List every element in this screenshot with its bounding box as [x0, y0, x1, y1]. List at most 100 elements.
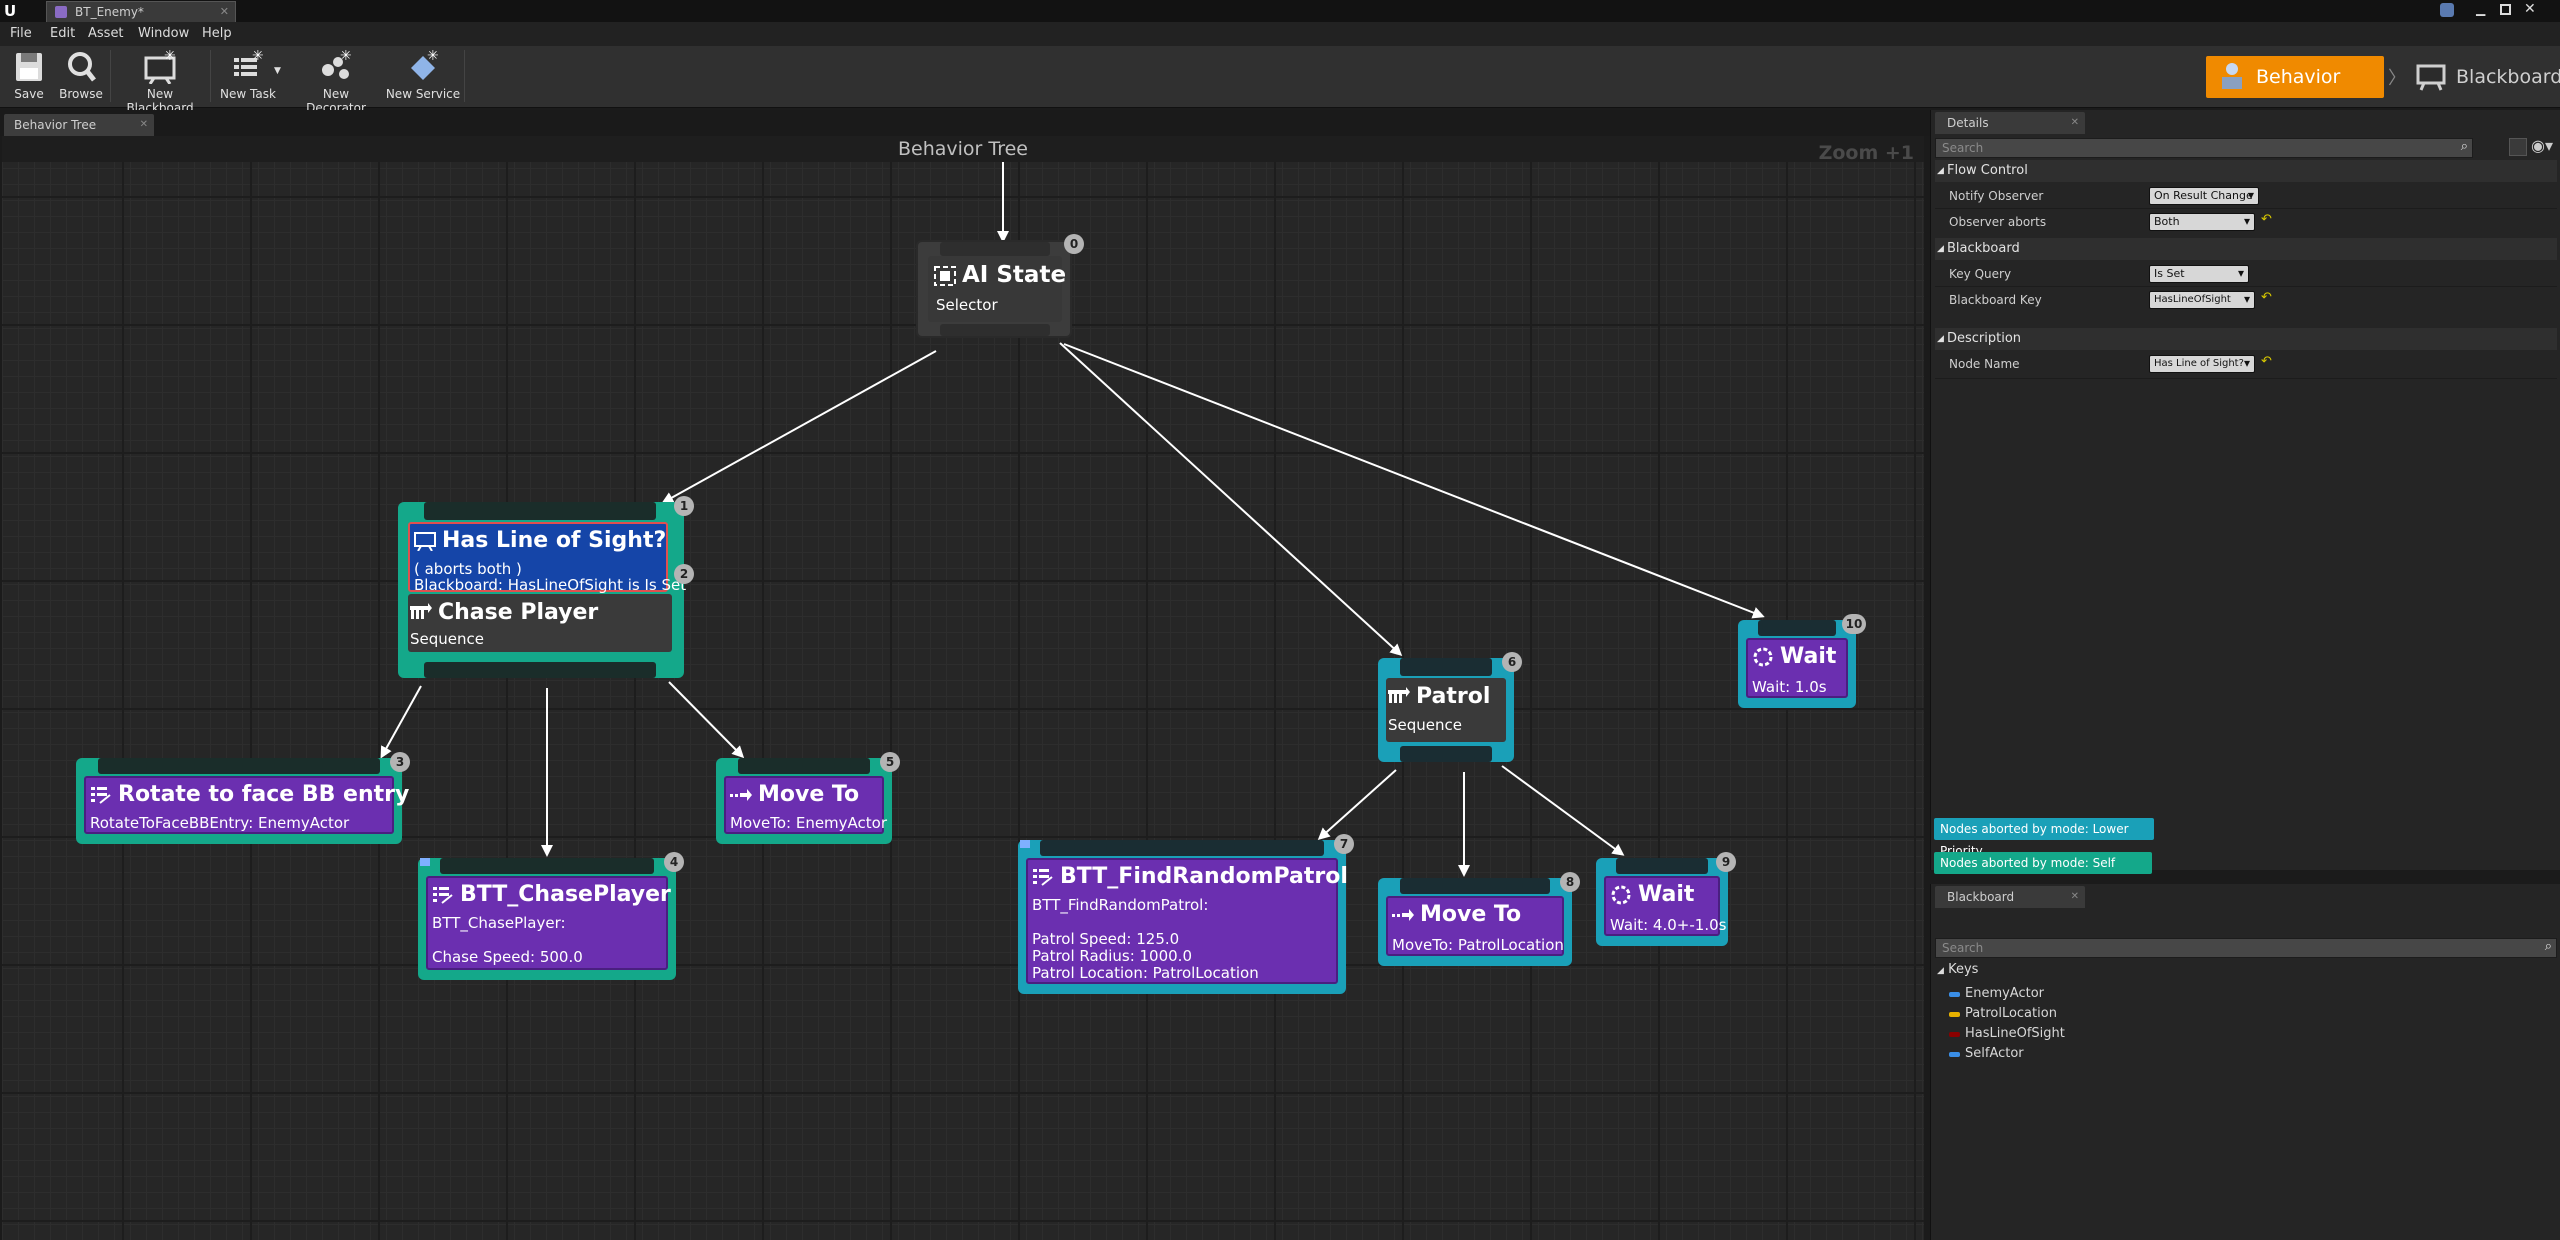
close-window-icon[interactable]: ✕	[2524, 1, 2536, 17]
new-service-button[interactable]: ✳ New Service	[384, 48, 462, 104]
execution-index-badge: 5	[880, 752, 900, 772]
notification-icon[interactable]	[2440, 3, 2454, 17]
restore-icon[interactable]	[2500, 4, 2511, 15]
execution-index-badge: 9	[1716, 852, 1736, 872]
output-pin[interactable]	[424, 662, 656, 678]
input-pin[interactable]	[940, 242, 1050, 256]
observer-aborts-label: Observer aborts	[1949, 215, 2046, 229]
keys-category[interactable]: ◢ Keys	[1937, 962, 1978, 977]
task-icon	[90, 785, 112, 805]
execution-index-badge: 1	[674, 496, 694, 516]
observer-aborts-dropdown[interactable]: Both	[2149, 213, 2255, 231]
move-to-patrol-location-task-node[interactable]: Move To MoveTo: PatrolLocation 8	[1378, 878, 1572, 966]
blackboard-search-input[interactable]: Search ⌕	[1935, 938, 2557, 958]
chase-player-sequence-node[interactable]: Has Line of Sight? ( aborts both ) Black…	[398, 502, 684, 678]
rotate-body: Rotate to face BB entry RotateToFaceBBEn…	[84, 776, 394, 834]
blackboard-key-dropdown[interactable]: HasLineOfSight	[2149, 291, 2255, 309]
behavior-tree-mode-button[interactable]: Behavior Tree	[2206, 56, 2384, 98]
input-pin[interactable]	[1400, 878, 1550, 894]
description-category[interactable]: ◢ Description	[1935, 328, 2557, 350]
node-type: Selector	[936, 296, 998, 314]
blackboard-mode-button[interactable]: Blackboard	[2406, 56, 2556, 98]
node-name-label: Node Name	[1949, 357, 2020, 371]
edge-ai-state-to-chase	[664, 351, 936, 502]
input-pin[interactable]	[1616, 858, 1708, 874]
grid-view-icon[interactable]	[2509, 138, 2527, 156]
reset-to-default-icon[interactable]: ↶	[2261, 354, 2272, 369]
browse-button[interactable]: Browse	[56, 48, 106, 104]
ai-state-selector-node[interactable]: AI State Selector 0	[916, 240, 1072, 338]
breadcrumb-separator: 〉	[2388, 64, 2406, 90]
input-pin[interactable]	[1040, 840, 1324, 856]
input-pin[interactable]	[424, 502, 656, 520]
key-self-actor[interactable]: SelfActor	[1965, 1046, 2024, 1061]
wait-task-node[interactable]: Wait Wait: 1.0s 10	[1738, 620, 1856, 708]
menu-help[interactable]: Help	[202, 26, 232, 41]
wait-random-task-node[interactable]: Wait Wait: 4.0+-1.0s 9	[1596, 858, 1728, 946]
tab-details[interactable]: Details ✕	[1935, 112, 2085, 134]
new-decorator-button[interactable]: ✳ New Decorator	[292, 48, 380, 104]
save-button[interactable]: Save	[4, 48, 54, 104]
key-query-dropdown[interactable]: Is Set	[2149, 265, 2249, 283]
close-tab-icon[interactable]: ✕	[140, 114, 148, 136]
sequence-icon	[1388, 687, 1410, 707]
node-type: Sequence	[1388, 716, 1462, 734]
move-to-enemy-task-node[interactable]: Move To MoveTo: EnemyActor 5	[716, 758, 892, 844]
node-title: BTT_FindRandomPatrol	[1032, 864, 1348, 889]
new-blackboard-button[interactable]: ✳ New Blackboard	[114, 48, 206, 104]
new-task-button[interactable]: ✳ New Task ▼	[214, 48, 282, 104]
key-enemy-actor[interactable]: EnemyActor	[1965, 986, 2044, 1001]
edge-ai-state-to-patrol	[1060, 343, 1400, 654]
tab-behavior-tree[interactable]: Behavior Tree ✕	[4, 114, 154, 136]
minimize-icon[interactable]: ▁	[2476, 2, 2490, 18]
input-pin[interactable]	[440, 858, 654, 874]
input-pin[interactable]	[1400, 658, 1492, 676]
key-has-line-of-sight[interactable]: HasLineOfSight	[1965, 1026, 2065, 1041]
tab-blackboard[interactable]: Blackboard ✕	[1935, 886, 2085, 908]
move-to-icon	[730, 785, 752, 805]
task-description: MoveTo: EnemyActor	[730, 814, 887, 832]
menu-asset[interactable]: Asset	[88, 26, 124, 41]
blackboard-category[interactable]: ◢ Blackboard	[1935, 238, 2557, 260]
patrol-body: Patrol Sequence	[1386, 678, 1506, 742]
svg-text:✳: ✳	[164, 50, 176, 64]
save-icon	[11, 50, 47, 84]
input-pin[interactable]	[738, 758, 870, 774]
input-pin[interactable]	[1758, 620, 1836, 636]
new-blackboard-icon: ✳	[142, 50, 178, 84]
close-tab-icon[interactable]: ✕	[2071, 886, 2079, 908]
close-tab-icon[interactable]: ✕	[2071, 112, 2079, 134]
has-line-of-sight-decorator[interactable]: Has Line of Sight? ( aborts both ) Black…	[408, 522, 668, 592]
new-task-icon: ✳	[230, 50, 266, 84]
menu-file[interactable]: File	[10, 26, 32, 41]
blackboard-panel: Blackboard ✕ Search ⌕ ◢ Keys EnemyActor …	[1930, 884, 2560, 1240]
legend-lower-priority: Nodes aborted by mode: Lower Priority	[1934, 818, 2154, 840]
edge-patrol-to-findpatrol	[1320, 770, 1396, 838]
output-pin[interactable]	[1400, 746, 1492, 762]
btt-chase-player-task-node[interactable]: BTT_ChasePlayer BTT_ChasePlayer: Chase S…	[418, 858, 676, 980]
move-to-icon	[1392, 905, 1414, 925]
notify-observer-dropdown[interactable]: On Result Change	[2149, 187, 2259, 205]
behavior-tree-graph[interactable]: Behavior Tree Zoom +1 AI State	[2, 136, 1924, 1240]
details-search-input[interactable]: Search ⌕	[1935, 138, 2473, 158]
flow-control-category[interactable]: ◢ Flow Control	[1935, 160, 2557, 182]
document-tab[interactable]: BT_Enemy* ✕	[46, 1, 236, 22]
new-task-dropdown-icon[interactable]: ▼	[274, 66, 281, 76]
node-name-input[interactable]: Has Line of Sight?	[2149, 355, 2255, 373]
input-pin[interactable]	[98, 758, 380, 774]
ai-state-body: AI State Selector	[928, 256, 1062, 322]
toolbar-separator	[464, 50, 465, 102]
reset-to-default-icon[interactable]: ↶	[2261, 290, 2272, 305]
node-title: Move To	[1392, 902, 1521, 927]
menu-window[interactable]: Window	[138, 26, 189, 41]
close-tab-icon[interactable]: ✕	[220, 2, 229, 22]
menu-edit[interactable]: Edit	[50, 26, 75, 41]
patrol-sequence-node[interactable]: Patrol Sequence 6	[1378, 658, 1514, 762]
eye-visibility-icon[interactable]: ◉▾	[2531, 136, 2553, 155]
key-query-label: Key Query	[1949, 267, 2011, 281]
key-patrol-location[interactable]: PatrolLocation	[1965, 1006, 2057, 1021]
output-pin[interactable]	[940, 324, 1050, 336]
reset-to-default-icon[interactable]: ↶	[2261, 212, 2272, 227]
btt-find-random-patrol-task-node[interactable]: BTT_FindRandomPatrol BTT_FindRandomPatro…	[1018, 840, 1346, 994]
rotate-to-face-task-node[interactable]: Rotate to face BB entry RotateToFaceBBEn…	[76, 758, 402, 844]
